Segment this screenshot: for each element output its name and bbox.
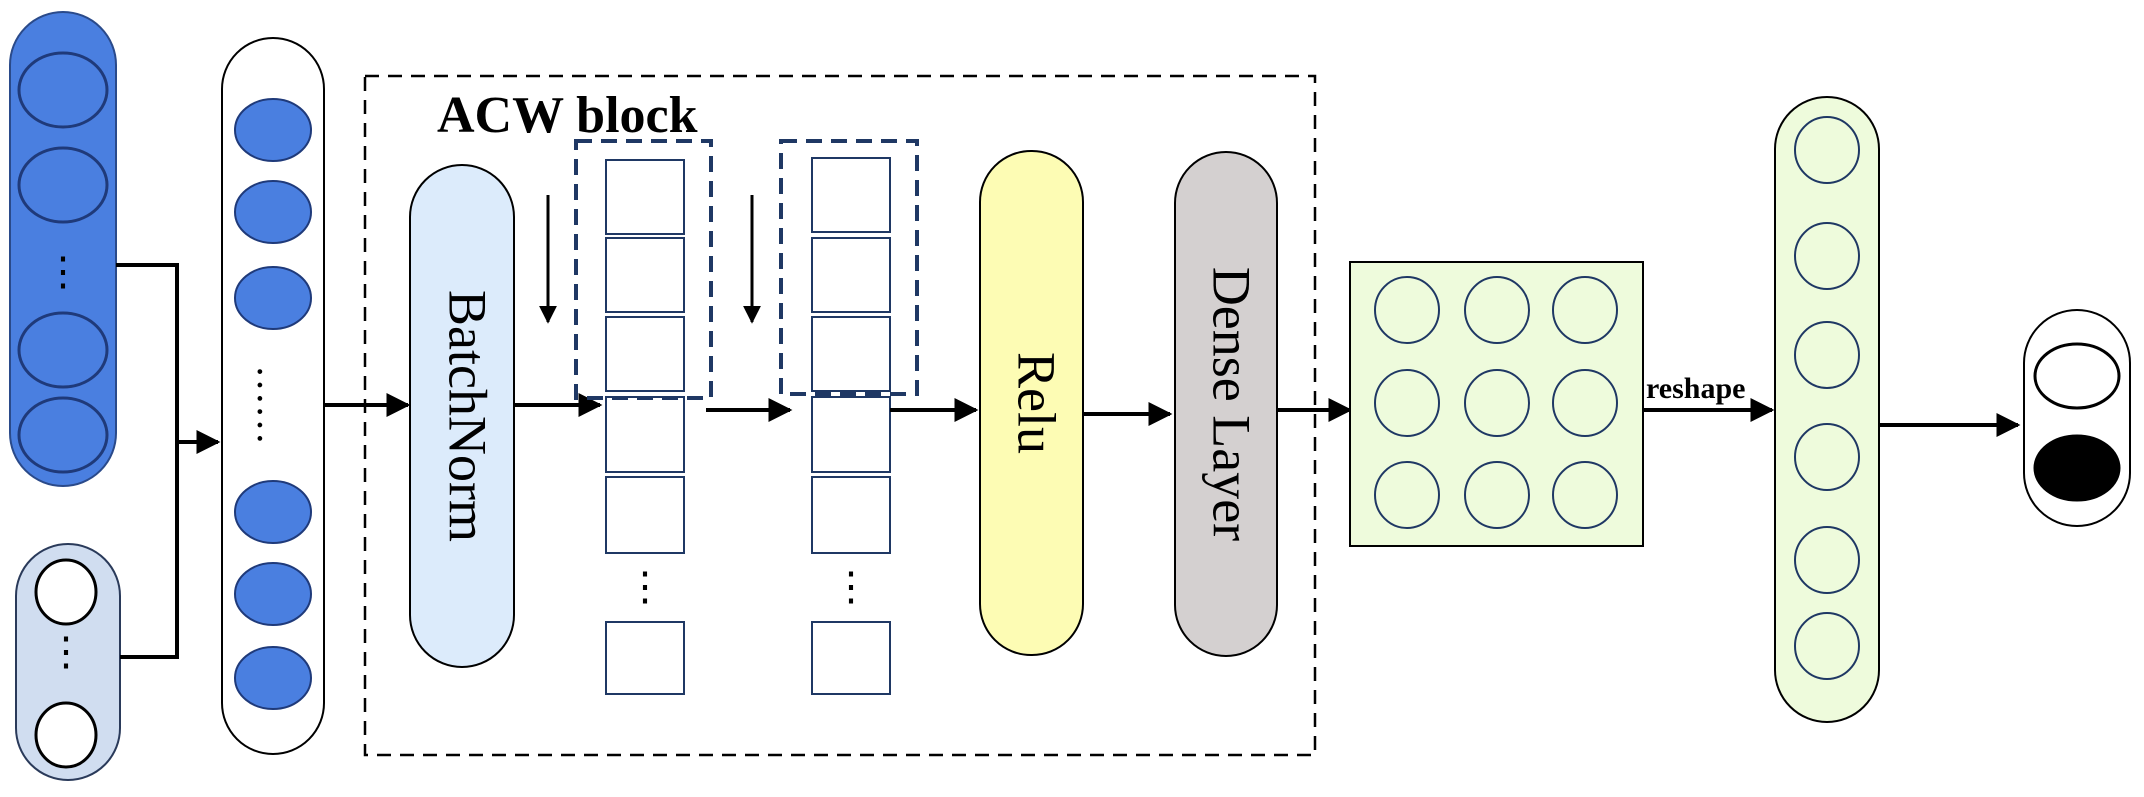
feature-column-2 — [811, 157, 891, 695]
feature-ellipsis: ⋮ — [831, 564, 871, 609]
acw-block: ACW block BatchNorm ⋮ ⋮ — [363, 74, 1317, 757]
grid-node — [1374, 369, 1440, 437]
concat-node — [234, 180, 312, 244]
reshaped-node — [1794, 423, 1860, 491]
feature-column-1 — [605, 159, 685, 695]
concat-node — [234, 98, 312, 162]
input-node — [17, 51, 109, 129]
feature-cell — [605, 621, 685, 695]
feature-cell — [605, 237, 685, 313]
input-group-blue: ⋮ — [9, 11, 117, 487]
concat-node — [234, 646, 312, 710]
grid-node — [1552, 369, 1618, 437]
feature-cell — [605, 316, 685, 392]
input-group-gray: ⋮ — [15, 543, 121, 781]
input-node — [17, 311, 109, 389]
grid-node — [1464, 369, 1530, 437]
grid-node — [1464, 461, 1530, 529]
batchnorm-layer — [409, 164, 515, 668]
output-node-active — [2033, 434, 2121, 502]
feature-ellipsis: ⋮ — [625, 564, 665, 609]
feature-cell — [811, 396, 891, 473]
reshaped-column — [1774, 96, 1880, 723]
relu-label: Relu — [1007, 352, 1067, 454]
reshape-label: reshape — [1646, 372, 1745, 405]
attention-window-1 — [574, 139, 713, 400]
reshaped-node — [1794, 612, 1860, 680]
output-column — [2023, 309, 2131, 527]
dense-label: Dense Layer — [1202, 267, 1262, 541]
reshaped-node — [1794, 321, 1860, 389]
grid-node — [1374, 461, 1440, 529]
output-node — [2033, 342, 2121, 410]
feature-grid — [1349, 261, 1644, 547]
attention-window-2 — [779, 139, 919, 396]
concat-node — [234, 562, 312, 626]
feature-cell — [811, 316, 891, 392]
acw-block-title: ACW block — [437, 87, 698, 144]
feature-cell — [605, 159, 685, 235]
dense-layer — [1174, 151, 1278, 657]
feature-cell — [605, 396, 685, 473]
feature-cell — [811, 621, 891, 695]
concat-node — [234, 480, 312, 544]
concat-column: …… — [221, 37, 325, 755]
feature-cell — [811, 157, 891, 233]
acw-block-frame — [363, 74, 1317, 757]
feature-cell — [605, 476, 685, 554]
merge-bracket — [116, 263, 179, 659]
relu-layer — [979, 150, 1084, 656]
input-connectors — [116, 263, 221, 659]
grid-node — [1464, 276, 1530, 344]
input-node — [34, 558, 98, 626]
input-node — [17, 146, 109, 224]
grid-node — [1552, 276, 1618, 344]
grid-node — [1552, 461, 1618, 529]
reshaped-node — [1794, 526, 1860, 594]
feature-cell — [811, 476, 891, 554]
input-ellipsis: ⋮ — [46, 629, 86, 674]
input-node — [34, 701, 98, 769]
reshaped-node — [1794, 116, 1860, 184]
input-node — [17, 396, 109, 474]
concat-node — [234, 266, 312, 330]
feature-cell — [811, 237, 891, 313]
concat-ellipsis: …… — [249, 365, 294, 445]
reshaped-node — [1794, 222, 1860, 290]
batchnorm-label: BatchNorm — [438, 290, 498, 542]
input-ellipsis: ⋮ — [43, 249, 83, 294]
grid-node — [1374, 276, 1440, 344]
